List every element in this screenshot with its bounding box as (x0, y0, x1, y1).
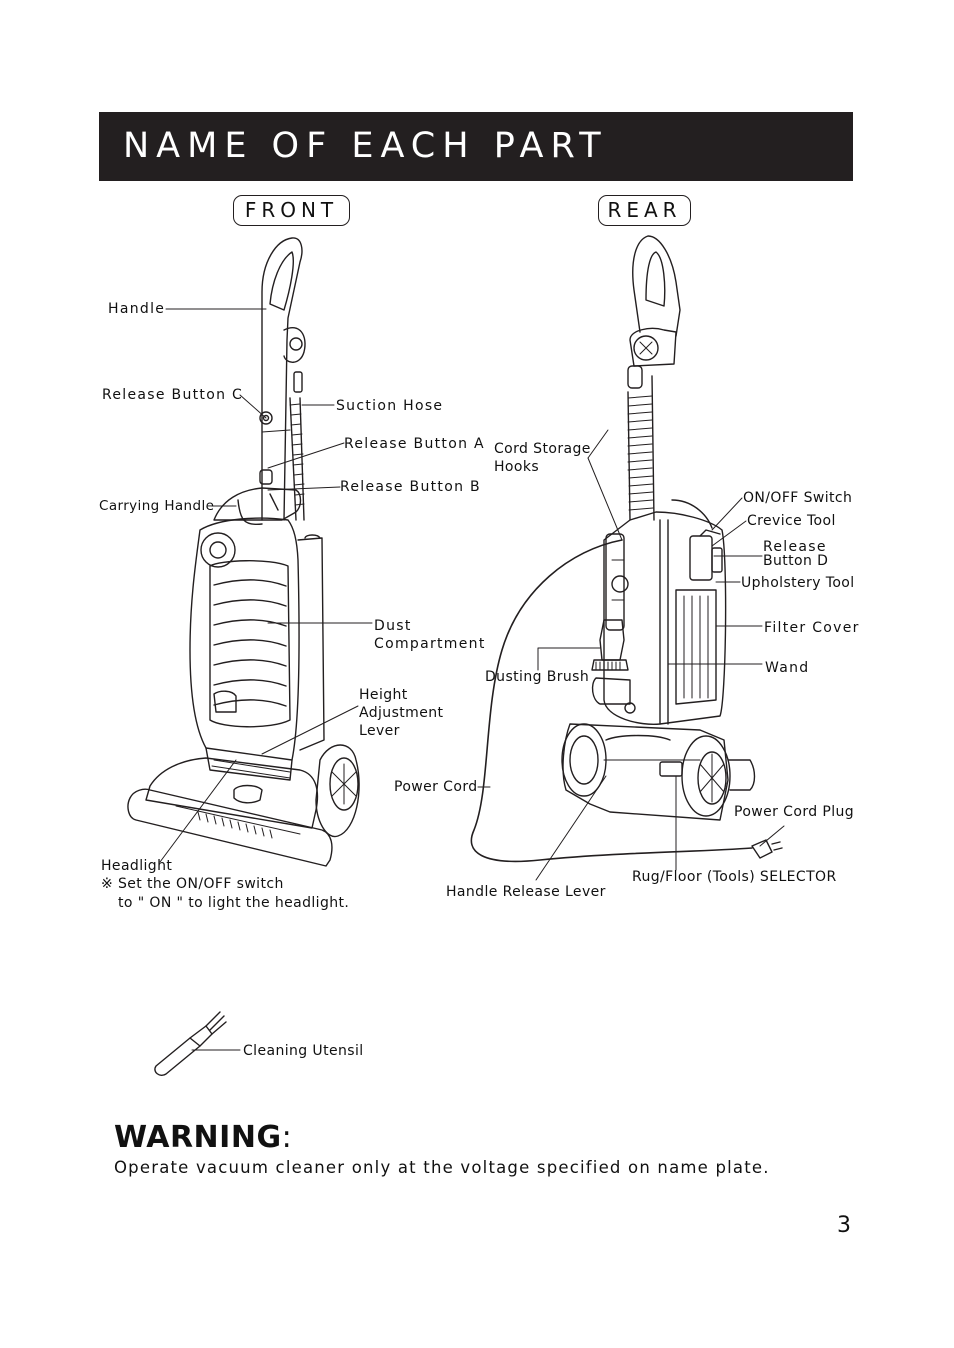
label-filter-cover: Filter Cover (764, 620, 860, 636)
label-handle-release-lever: Handle Release Lever (446, 884, 606, 900)
front-view-label: FRONT (233, 195, 350, 226)
label-cord-storage-2: Hooks (494, 459, 540, 475)
page-title: NAME OF EACH PART (123, 126, 608, 166)
label-headlight-note-2: to " ON " to light the headlight. (118, 895, 350, 911)
label-dust-compartment-1: Dust (374, 618, 412, 634)
warning-title-text: WARNING (114, 1120, 282, 1155)
warning-title: WARNING: (114, 1120, 292, 1155)
warning-text: Operate vacuum cleaner only at the volta… (114, 1158, 770, 1177)
label-wand: Wand (765, 660, 810, 676)
label-height-adjustment-2: Adjustment (359, 705, 444, 721)
label-release-button-c: Release Button C (102, 387, 244, 403)
label-release-button-d-2: Button D (763, 553, 829, 569)
label-release-button-a: Release Button A (344, 436, 485, 452)
label-dusting-brush: Dusting Brush (485, 669, 590, 685)
power-cord-line (470, 539, 753, 863)
page-number: 3 (837, 1213, 851, 1238)
label-height-adjustment-3: Lever (359, 723, 400, 739)
label-carrying-handle: Carrying Handle (99, 498, 215, 514)
title-bar: NAME OF EACH PART (99, 112, 853, 181)
label-crevice-tool: Crevice Tool (747, 513, 836, 529)
cleaning-utensil-icon (154, 1011, 227, 1076)
label-headlight-note-1: ※ Set the ON/OFF switch (101, 876, 284, 892)
label-release-button-d-1: Release (763, 539, 827, 555)
label-height-adjustment-1: Height (359, 687, 408, 703)
label-on-off-switch: ON/OFF Switch (743, 490, 853, 506)
label-dust-compartment-2: Compartment (374, 636, 486, 652)
label-power-cord-plug: Power Cord Plug (734, 804, 855, 820)
label-suction-hose: Suction Hose (336, 398, 444, 414)
warning-colon: : (281, 1120, 293, 1155)
label-cleaning-utensil: Cleaning Utensil (243, 1043, 364, 1059)
label-release-button-b: Release Button B (340, 479, 481, 495)
label-handle: Handle (108, 301, 166, 317)
rear-vacuum-illustration (561, 235, 783, 859)
rear-view-label: REAR (598, 195, 691, 226)
label-headlight: Headlight (101, 858, 173, 874)
front-vacuum-illustration (127, 237, 360, 867)
label-power-cord: Power Cord (394, 779, 478, 795)
label-upholstery-tool: Upholstery Tool (741, 575, 855, 591)
label-cord-storage-1: Cord Storage (494, 441, 591, 457)
label-rug-floor-selector: Rug/Floor (Tools) SELECTOR (632, 869, 837, 885)
